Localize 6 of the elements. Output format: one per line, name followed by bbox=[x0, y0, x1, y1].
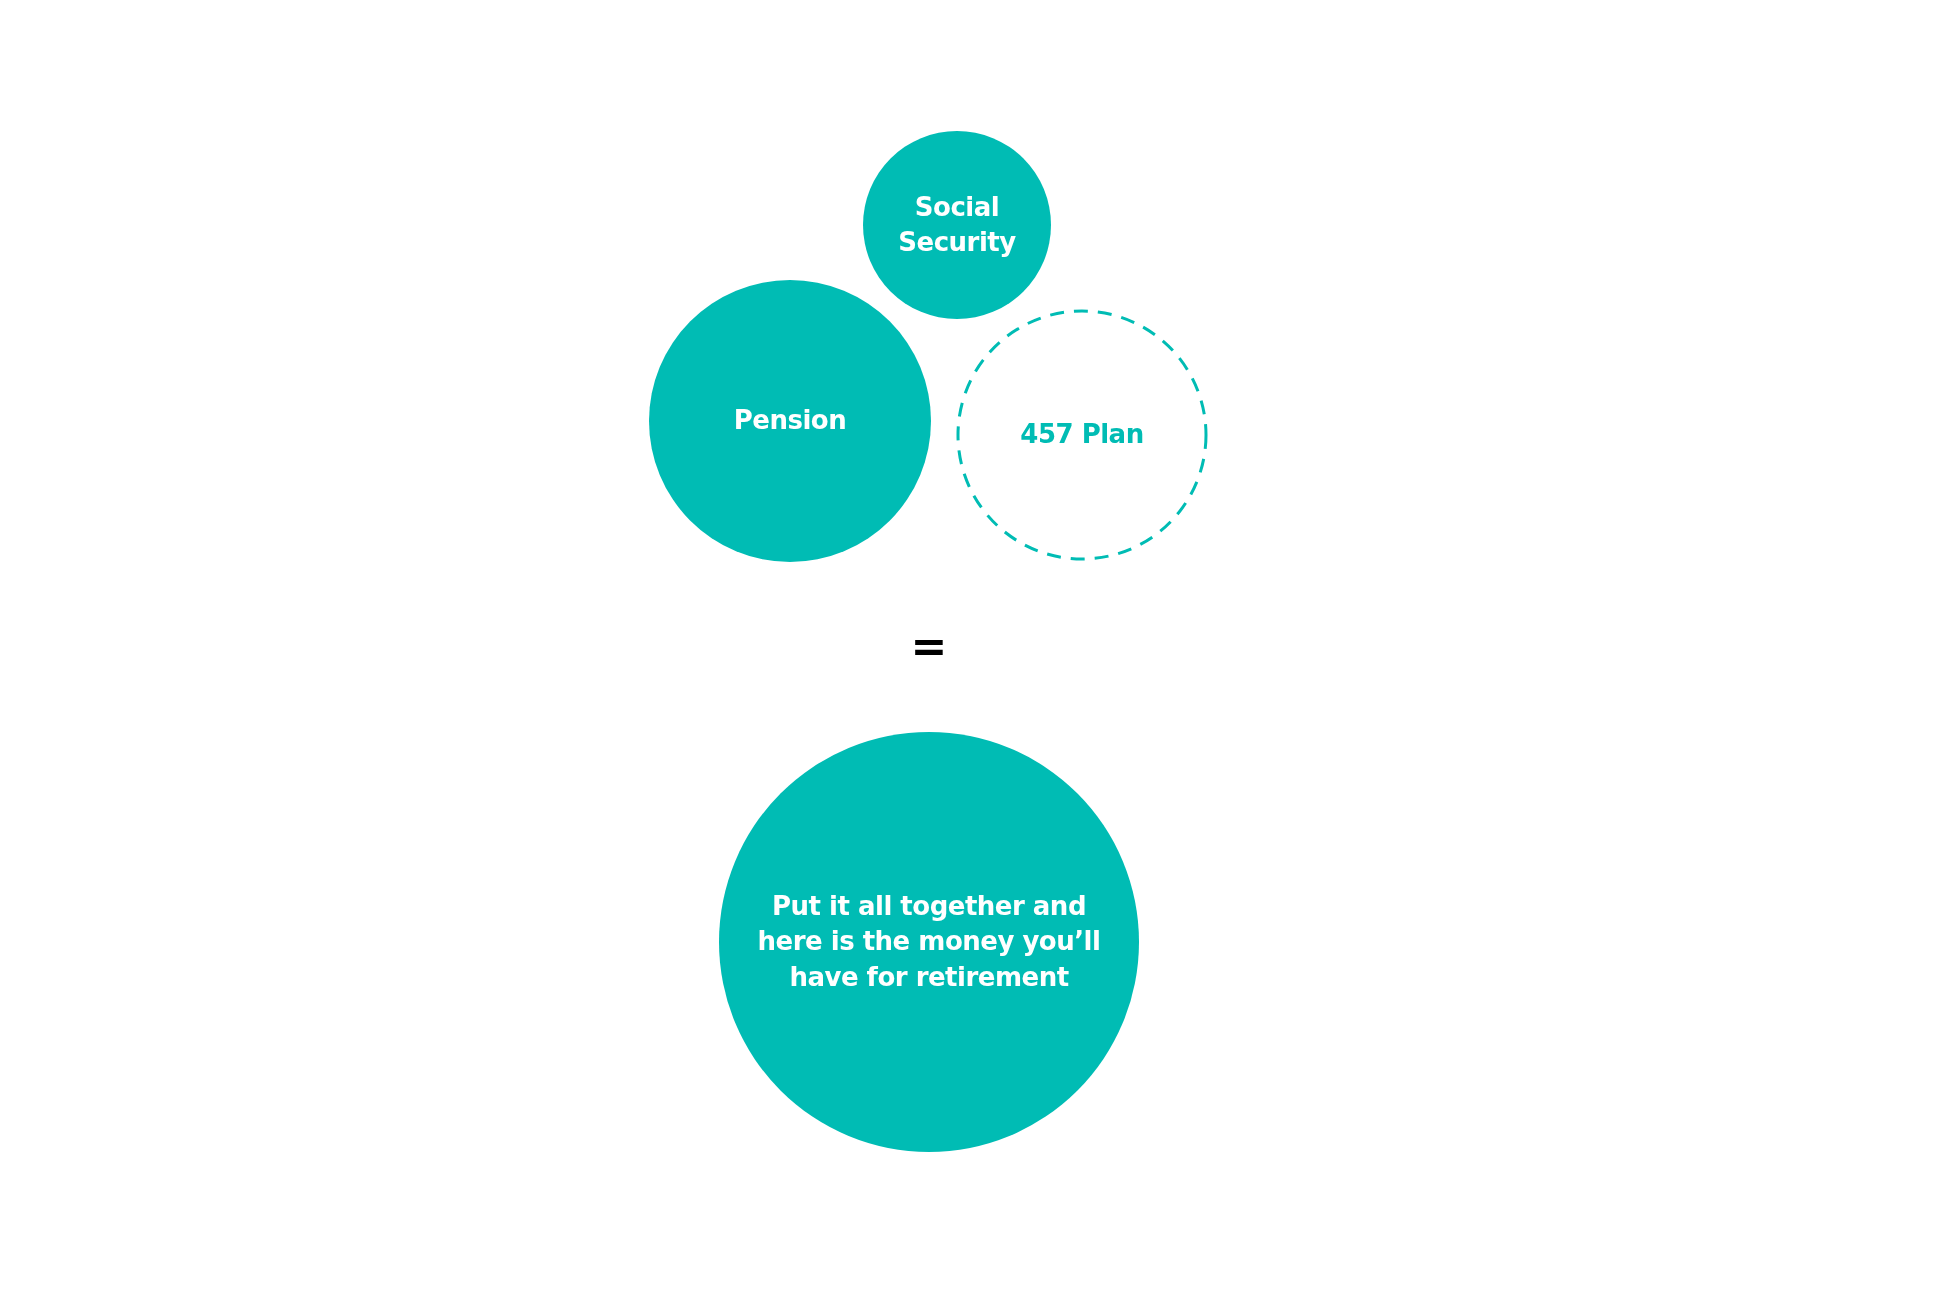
circle-label: Pension bbox=[733, 404, 847, 438]
dashed-circle bbox=[956, 309, 1208, 561]
circle-label: Social Security bbox=[897, 190, 1017, 259]
equals-sign: = bbox=[910, 624, 948, 668]
circle-label: 457 Plan bbox=[1020, 418, 1144, 452]
circle-label: Put it all together and here is the money you’ll have for retirement bbox=[756, 890, 1102, 994]
